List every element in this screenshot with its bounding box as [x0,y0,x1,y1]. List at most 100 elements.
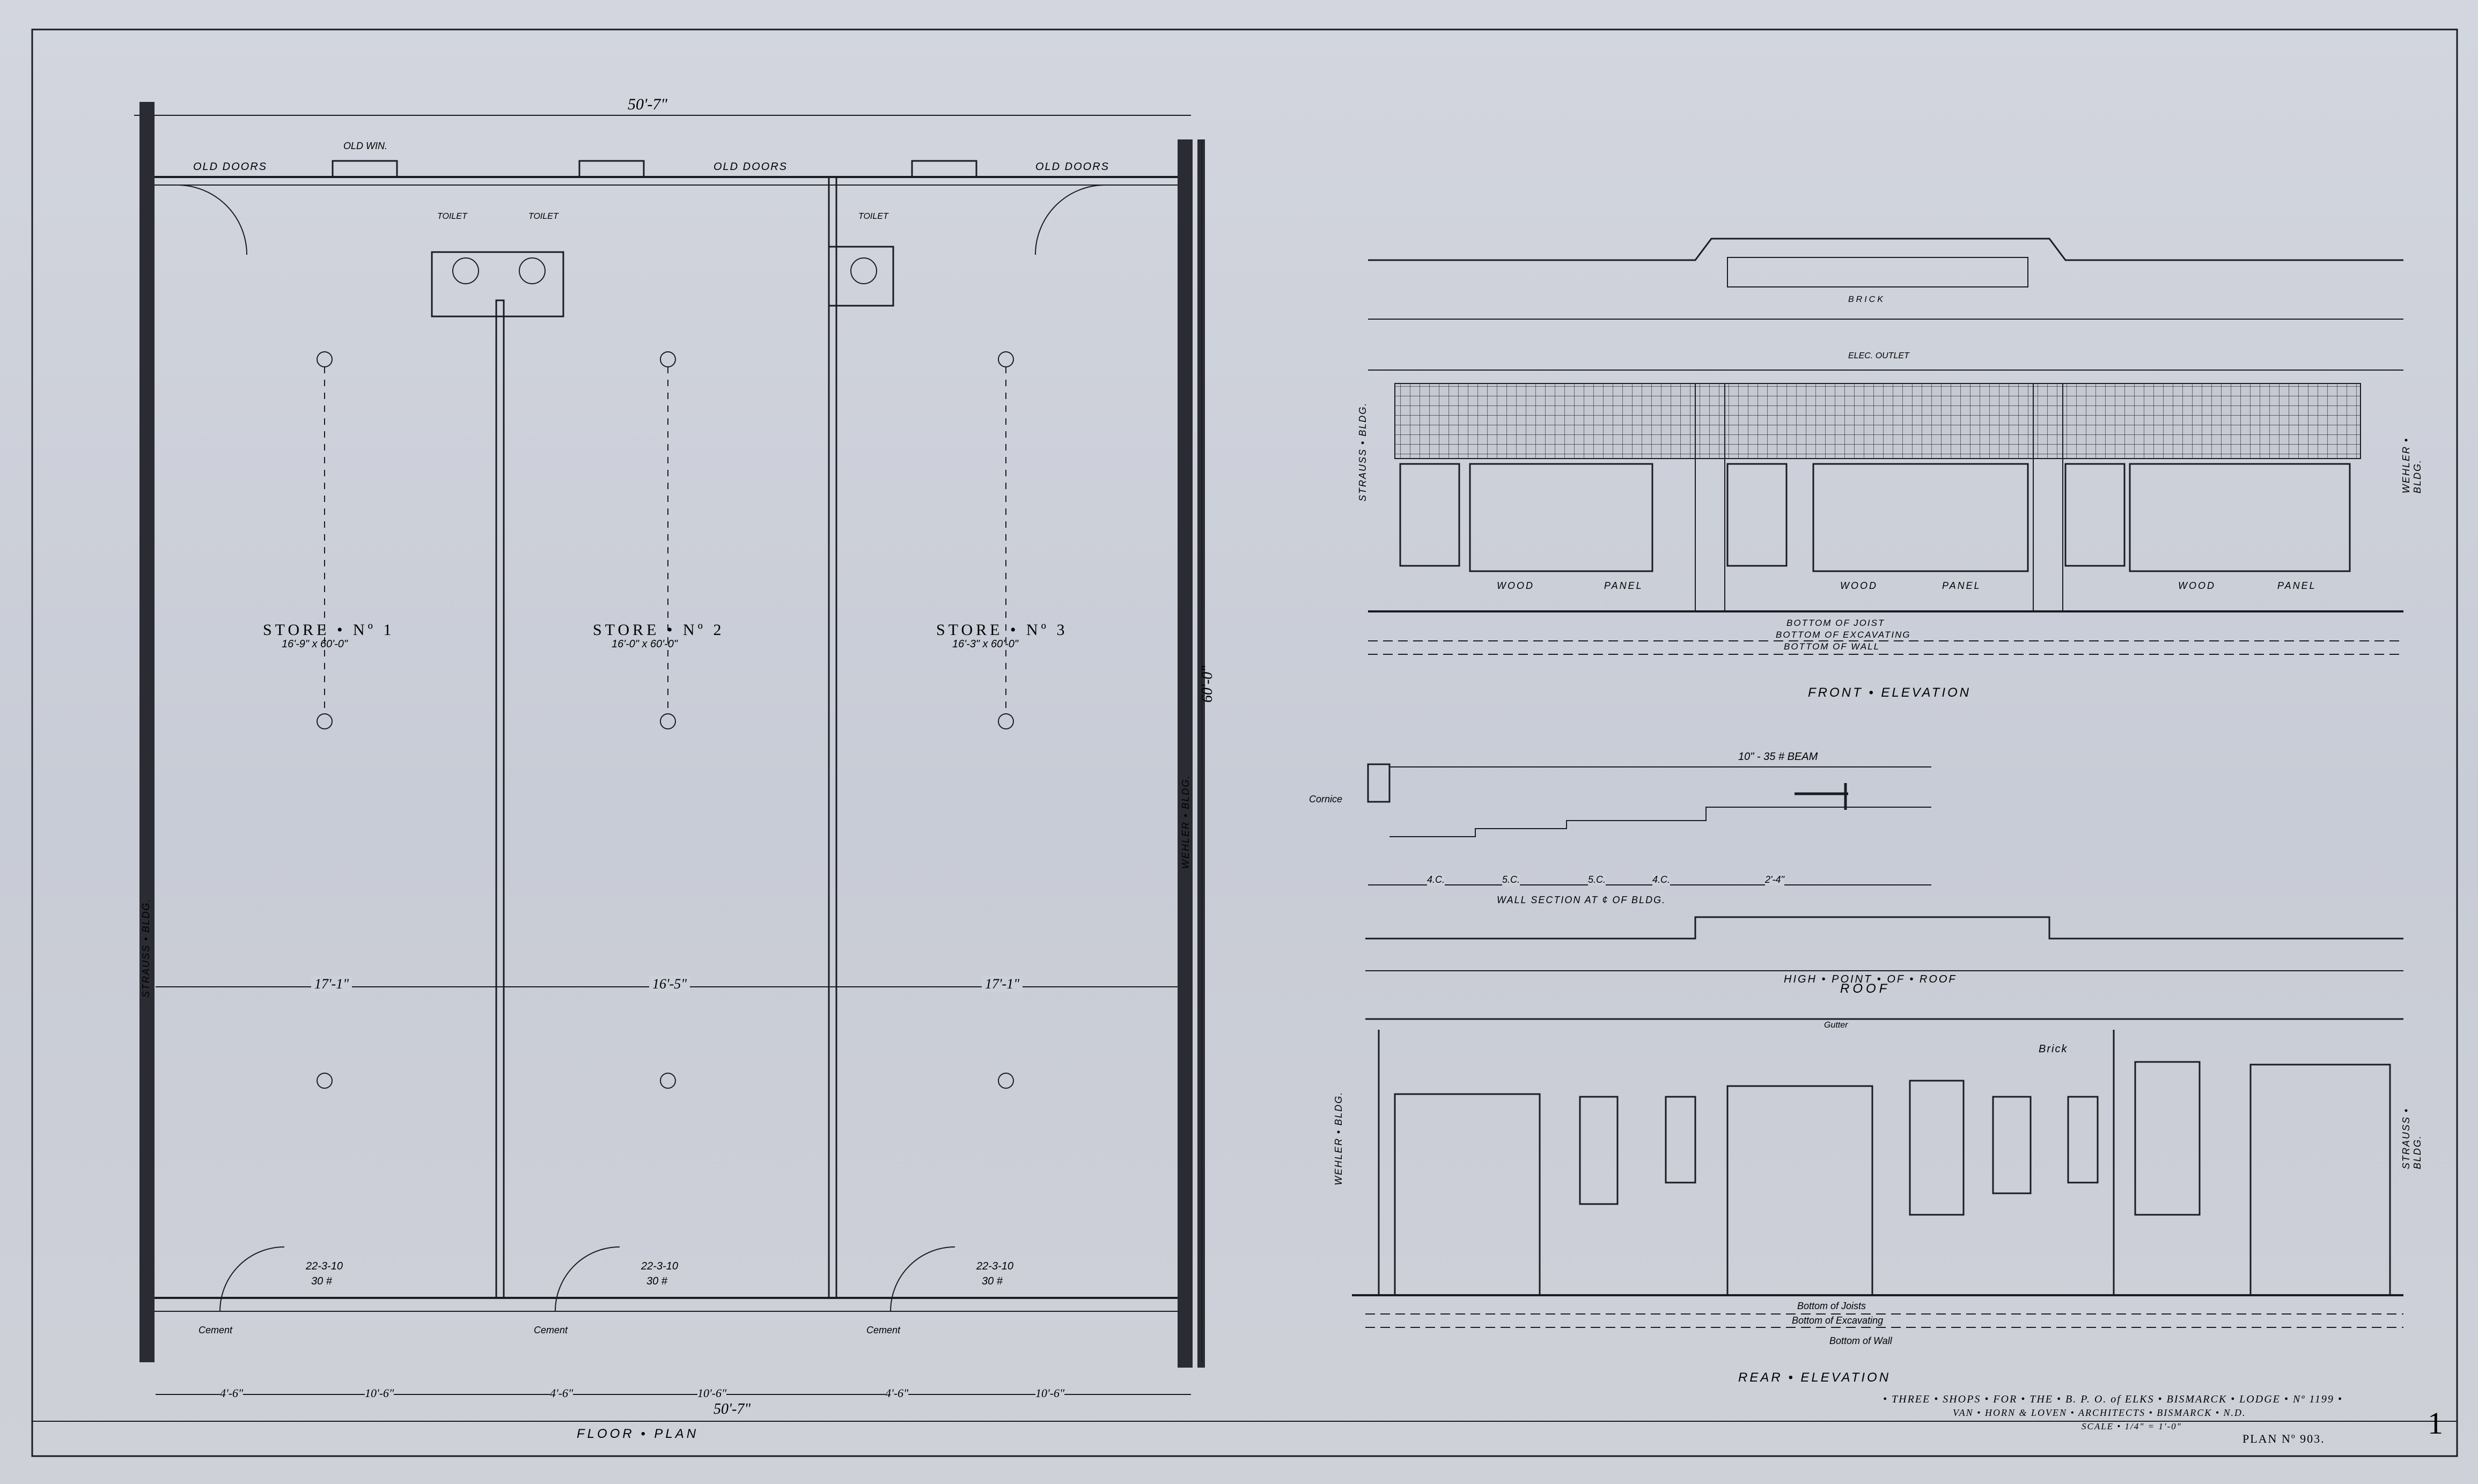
floor-plan [134,102,1205,1395]
show-window-2 [1812,463,2029,572]
wood-label: WOOD [1840,580,1878,591]
toilet-fixture-2 [519,257,546,284]
bottom-dim: 10'-6" [365,1386,394,1400]
floor-plan-title: FLOOR • PLAN [577,1427,699,1441]
rear-door-swing-2 [555,1246,620,1312]
light-fixture [998,713,1014,729]
rear-door-swing-1 [219,1246,285,1312]
store-1-size: 16'-9" x 60'-0" [282,638,348,650]
note-bottom-wall: BOTTOM OF WALL [1784,641,1880,652]
sheet-border [31,28,2458,1457]
weight-label: 30 # [982,1275,1003,1287]
ceiling-steps [1389,807,1931,837]
door-label: OLD DOORS [193,161,268,173]
sheet-number: 1 [2428,1406,2443,1441]
right-bldg-label: WEHLER • BLDG. [1180,774,1191,869]
brick-label-rear: Brick [2039,1043,2068,1055]
front-left-bldg: STRAUSS • BLDG. [1357,402,1368,501]
cement-label: Cement [866,1325,901,1335]
brick-label: BRICK [1848,295,1885,304]
bottom-dim: 4'-6" [885,1386,909,1400]
note-bottom-joist: BOTTOM OF JOIST [1786,618,1885,629]
door-label: OLD DOORS [1035,161,1110,173]
rear-parapet [1365,916,2403,940]
section-dim: 4.C. [1652,874,1671,885]
store-1-width: 17'-1" [311,976,352,992]
toilet-fixture-3 [850,257,877,284]
section-dim: 2'-4" [1765,874,1784,885]
front-window-1 [332,160,398,178]
door-swing-1 [177,184,247,255]
front-elevation [1368,238,2403,655]
left-bldg-label: STRAUSS • BLDG. [141,898,151,998]
beam-label: 10" - 35 # BEAM [1738,751,1818,763]
panel-label: PANEL [2277,580,2317,591]
store-1-name: STORE • Nº 1 [263,621,395,639]
door-label: OLD DOORS [714,161,788,173]
rear-double-door-2 [1726,1085,1873,1296]
right-party-wall [1178,139,1193,1368]
rear-left-bldg: WEHLER • BLDG. [1333,1091,1344,1185]
weight-label: 30 # [646,1275,667,1287]
sash-label: 22-3-10 [641,1260,678,1272]
bottom-dim: 10'-6" [1035,1386,1065,1400]
light-fixture [660,1073,676,1089]
pier-1 [1695,383,1725,612]
overall-width-bottom: 50'-7" [714,1401,751,1417]
wood-label: WOOD [2178,580,2216,591]
entry-door-3 [2064,463,2126,567]
note-bottom-excavating-rear: Bottom of Excavating [1792,1315,1884,1326]
show-window-1 [1469,463,1653,572]
light-fixture [660,713,676,729]
section-dim: 5.C. [1502,874,1520,885]
bottom-dim: 4'-6" [550,1386,573,1400]
gutter-label: Gutter [1824,1021,1848,1030]
store-2-width: 16'-5" [649,976,690,992]
note-bottom-wall-rear: Bottom of Wall [1829,1335,1892,1346]
section-dim: 5.C. [1588,874,1606,885]
wall-section [1367,763,1931,885]
right-party-wall-outer [1197,139,1205,1368]
rear-window-3 [1909,1080,1965,1216]
rear-elevation [1352,916,2403,1328]
front-elevation-title: FRONT • ELEVATION [1808,685,1971,700]
roof-label: ROOF [1840,981,1891,996]
sash-label: 22-3-10 [976,1260,1013,1272]
rear-window-4 [1992,1096,2032,1194]
bottom-dim: 10'-6" [697,1386,727,1400]
rear-right-bldg: STRAUSS • BLDG. [2401,1108,2423,1169]
panel-label: PANEL [1604,580,1643,591]
rear-window-5 [2067,1096,2099,1184]
parapet-panel [1727,257,2028,287]
light-fixture [998,1073,1014,1089]
door-swing-3 [1035,184,1106,255]
show-window-3 [2129,463,2351,572]
toilet-block-2 [828,246,894,307]
toilet-block-1 [431,251,564,318]
store-3-name: STORE • Nº 3 [936,621,1068,639]
rear-elevation-title: REAR • ELEVATION [1738,1370,1891,1385]
toilet-label: TOILET [437,212,467,221]
light-fixtures [317,351,1014,1089]
toilet-label: TOILET [858,212,888,221]
overall-width-top: 50'-7" [628,95,668,113]
partition-2 [828,176,837,1299]
left-party-wall [139,102,155,1362]
plan-number: PLAN Nº 903. [2242,1432,2325,1445]
note-bottom-excavating: BOTTOM OF EXCAVATING [1776,630,1911,640]
store-2-name: STORE • Nº 2 [593,621,725,639]
wall-section-title: WALL SECTION AT ¢ OF BLDG. [1497,895,1666,905]
toilet-label: TOILET [528,212,558,221]
note-bottom-joists: Bottom of Joists [1797,1301,1866,1312]
front-right-bldg: WEHLER • BLDG. [2401,437,2423,493]
store-2-size: 16'-0" x 60'-0" [612,638,678,650]
high-point-label: HIGH • POINT • OF • ROOF [1784,973,1957,985]
cornice-block [1367,763,1391,803]
wood-label: WOOD [1497,580,1534,591]
entry-door-1 [1399,463,1460,567]
window-label: OLD WIN. [343,141,388,151]
entry-door-2 [1726,463,1788,567]
